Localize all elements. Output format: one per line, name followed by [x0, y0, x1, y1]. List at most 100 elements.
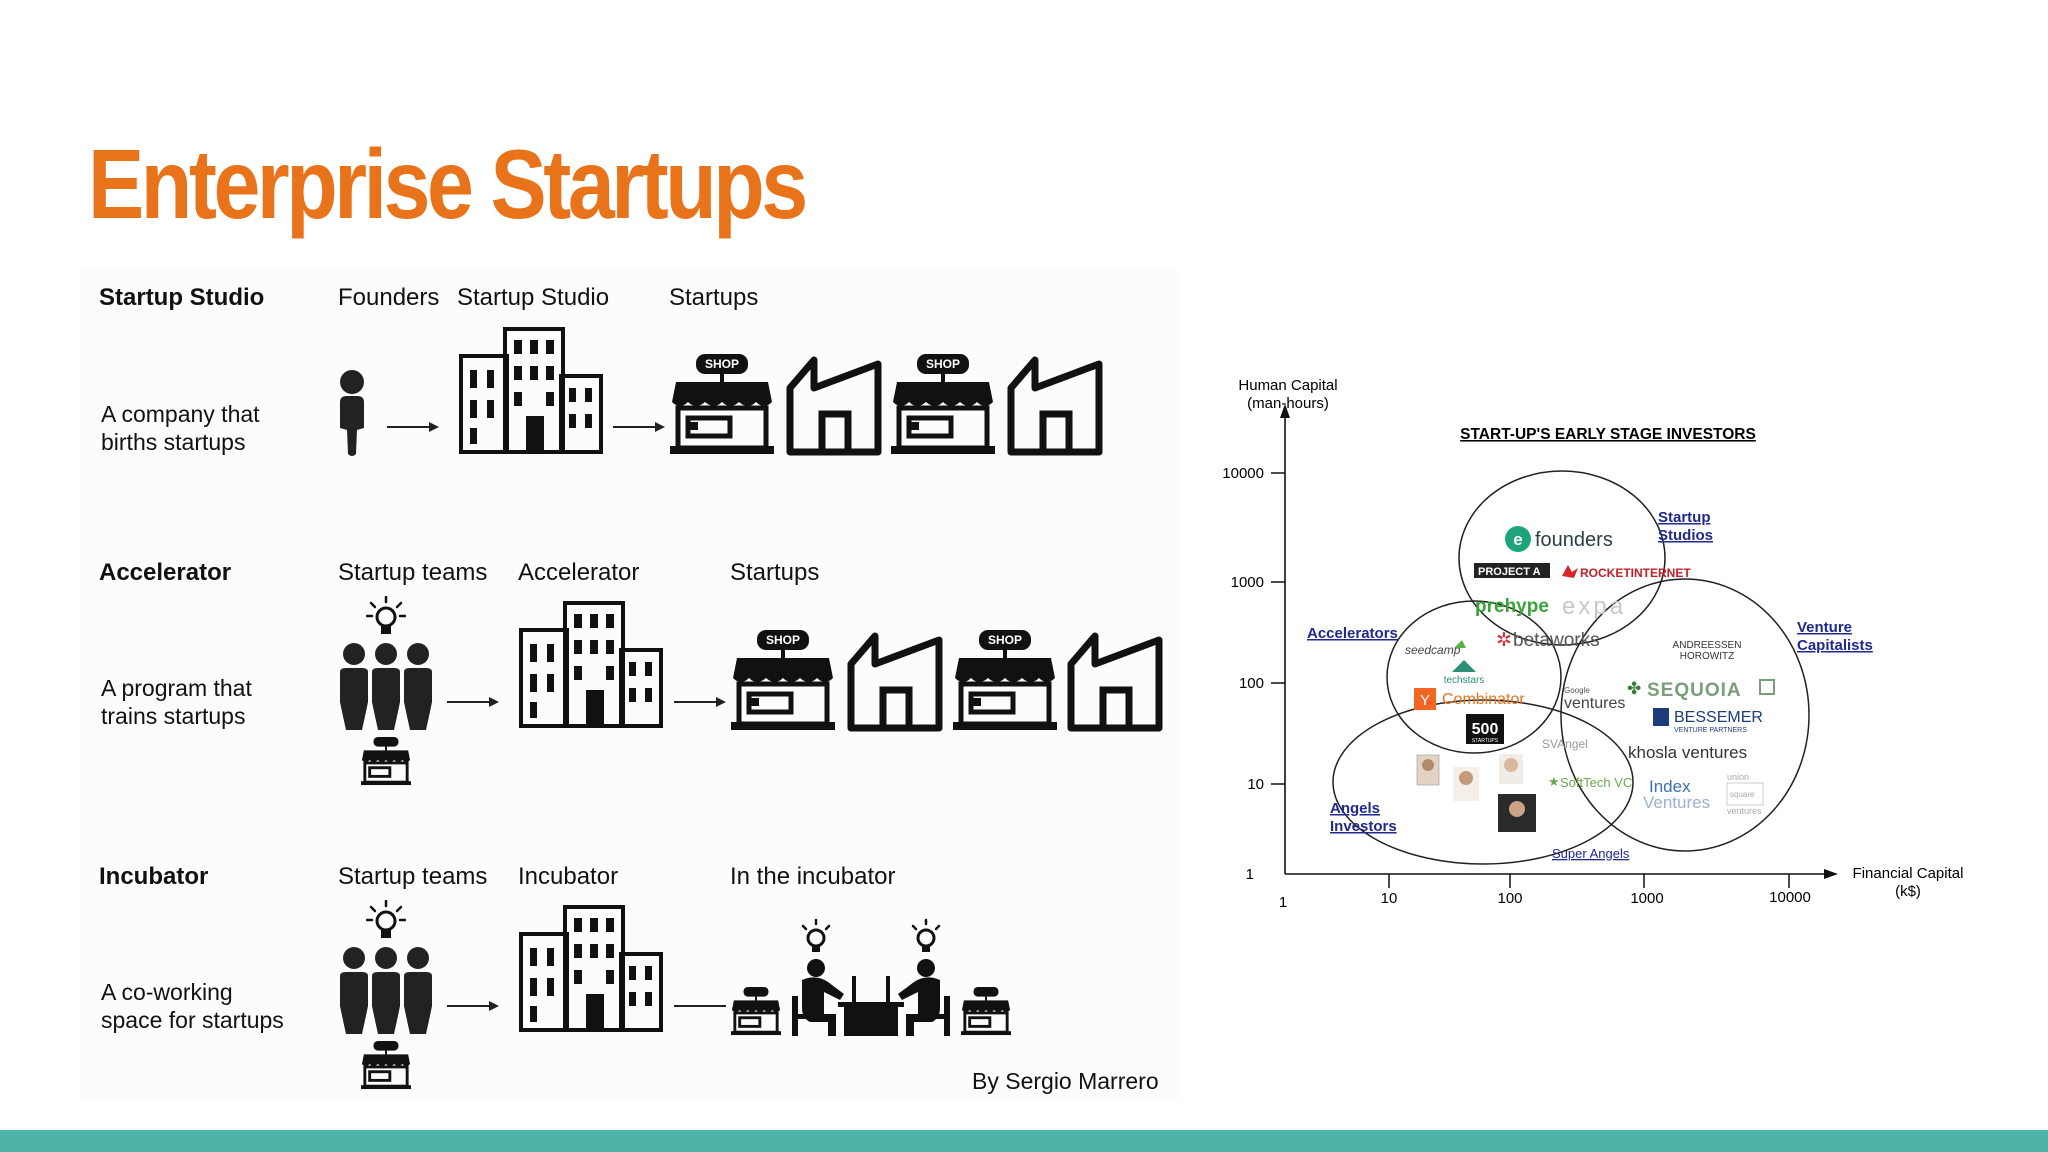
- factory-icon: [1067, 632, 1163, 732]
- y-axis-label: Human Capital: [1238, 377, 1337, 394]
- group-label-startup-studios: Startup: [1658, 509, 1711, 526]
- y-axis-arrow: [1280, 404, 1290, 418]
- logo-bessemer: BESSEMER: [1674, 709, 1763, 726]
- svg-text:SHOP: SHOP: [705, 357, 739, 371]
- logo-andreessen-horowitz: HOROWITZ: [1680, 651, 1734, 662]
- lightbulb-icon: [366, 900, 406, 938]
- venture-capitalists-ellipse: [1560, 578, 1810, 852]
- seedcamp-leaf-icon: [1454, 640, 1466, 648]
- y-tick-label: 1000: [1231, 574, 1264, 591]
- lightbulb-icon: [366, 596, 406, 634]
- efounders-logo-icon: [1505, 526, 1531, 552]
- desc-line: births startups: [101, 429, 246, 455]
- logo-seedcamp: seedcamp: [1405, 643, 1461, 657]
- softtech-star-icon: ★: [1548, 774, 1560, 789]
- startup-models-diagram: Startup Studio Founders Startup Studio S…: [80, 270, 1180, 1100]
- team-icon: [340, 947, 432, 1034]
- svg-text:SHOP: SHOP: [926, 357, 960, 371]
- x-tick-label: 10: [1381, 890, 1398, 907]
- row-desc-accelerator: A program that trains startups: [101, 674, 252, 730]
- angels-ellipse: [1332, 699, 1634, 865]
- logo-andreessen-horowitz: ANDREESSEN: [1673, 640, 1742, 651]
- shop-icon: [731, 986, 781, 1036]
- logo-betaworks: betaworks: [1513, 630, 1600, 651]
- group-label-venture-capitalists: Venture: [1797, 619, 1852, 636]
- people-at-desk-icon: [792, 918, 950, 1036]
- label-accelerator: Accelerator: [518, 559, 640, 586]
- row-name-accelerator: Accelerator: [99, 559, 232, 586]
- startup-studios-ellipse: [1458, 470, 1666, 646]
- svg-text:SHOP: SHOP: [766, 633, 800, 647]
- arrow-icon: [447, 1001, 499, 1011]
- betaworks-logo-icon: ✲: [1496, 630, 1512, 651]
- desc-line: A program that: [101, 675, 252, 701]
- logo-google-ventures: Google: [1564, 686, 1590, 695]
- x-tick-label: 1: [1279, 894, 1287, 911]
- author-credit: By Sergio Marrero: [972, 1068, 1159, 1094]
- logo-union-square-ventures: square: [1730, 790, 1755, 799]
- 500-startups-logo-icon: [1466, 714, 1504, 744]
- label-founders: Founders: [338, 284, 440, 311]
- rocket-logo-icon: [1562, 565, 1578, 578]
- row-name-startup-studio: Startup Studio: [99, 284, 265, 311]
- group-label-angels-investors: Investors: [1330, 818, 1397, 835]
- x-tick-label: 10000: [1769, 889, 1811, 906]
- bessemer-logo-icon: [1653, 708, 1669, 726]
- project-a-logo-icon: [1474, 563, 1550, 578]
- logo-khosla-ventures: khosla ventures: [1628, 743, 1747, 762]
- ycombinator-logo-icon: [1414, 688, 1436, 710]
- label-in-the-incubator: In the incubator: [730, 863, 896, 890]
- label-startups: Startups: [730, 559, 820, 586]
- logo-index-ventures: Ventures: [1643, 793, 1710, 812]
- person-icon: [340, 370, 364, 456]
- office-building-icon: [459, 327, 603, 454]
- logo-union-square-ventures: union: [1727, 772, 1749, 782]
- chart-title: START-UP'S EARLY STAGE INVESTORS: [1460, 426, 1756, 443]
- desc-line: A company that: [101, 401, 260, 427]
- efounders-logo-mark: e: [1513, 530, 1522, 549]
- arrow-icon: [674, 697, 726, 707]
- early-stage-investors-chart: Human Capital (man-hours) Financial Capi…: [1222, 377, 1964, 911]
- logo-500-startups: 500: [1472, 721, 1499, 738]
- shop-icon: [361, 1040, 411, 1090]
- arrow-icon: [613, 422, 665, 432]
- office-building-icon: [519, 601, 663, 728]
- label-incubator: Incubator: [518, 863, 619, 890]
- bottom-accent-bar: [0, 1130, 2048, 1152]
- sequoia-mark-icon: [1759, 679, 1775, 695]
- factory-icon: [1007, 356, 1103, 456]
- logo-sequoia: SEQUOIA: [1647, 680, 1742, 701]
- group-label-angels-investors: Angels: [1330, 800, 1380, 817]
- logo-rocket-internet: ROCKETINTERNET: [1580, 566, 1691, 580]
- row-name-incubator: Incubator: [99, 863, 209, 890]
- shop-icon: [961, 986, 1011, 1036]
- arrow-icon: [447, 697, 499, 707]
- x-axis-label: (k$): [1895, 883, 1921, 900]
- angel-investor-photo-face: [1422, 759, 1434, 771]
- group-label-startup-studios: Studios: [1658, 527, 1713, 544]
- label-startup-teams: Startup teams: [338, 863, 488, 890]
- x-tick-label: 1000: [1630, 890, 1663, 907]
- logo-svangel: SVAngel: [1542, 737, 1588, 751]
- svg-text:SHOP: SHOP: [988, 633, 1022, 647]
- y-tick-label: 10: [1247, 776, 1264, 793]
- shop-icon: [361, 736, 411, 786]
- x-axis-label: Financial Capital: [1853, 865, 1964, 882]
- logo-prehype: prehype: [1475, 596, 1549, 617]
- logo-union-square-ventures: ventures: [1727, 806, 1762, 816]
- logo-project-a: PROJECT A: [1478, 566, 1541, 578]
- desc-line: trains startups: [101, 703, 246, 729]
- logo-efounders: founders: [1535, 529, 1613, 551]
- group-label-super-angels: Super Angels: [1552, 846, 1630, 861]
- connector-line-icon: [674, 1005, 726, 1007]
- arrow-icon: [387, 422, 439, 432]
- shop-icon: SHOP: [670, 354, 774, 454]
- logo-ycombinator-mark: Y: [1420, 692, 1430, 709]
- label-startup-teams: Startup teams: [338, 559, 488, 586]
- factory-icon: [786, 356, 882, 456]
- y-axis-label: (man-hours): [1247, 395, 1329, 412]
- angel-investor-photo-face: [1459, 771, 1473, 785]
- angel-investor-photo-face: [1504, 758, 1518, 772]
- sequoia-leaf-icon: ✤: [1627, 679, 1641, 698]
- union-square-logo-icon: [1726, 782, 1764, 806]
